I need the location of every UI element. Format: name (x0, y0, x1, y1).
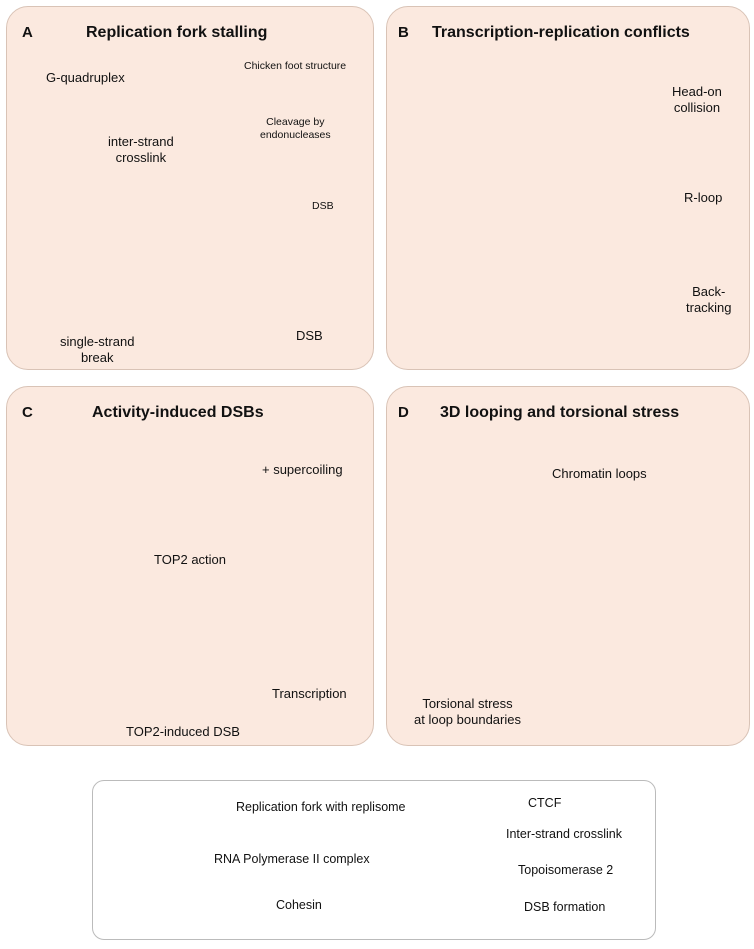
head-on-label: Head-on collision (672, 84, 722, 115)
panel-c (6, 386, 374, 746)
legend-box (92, 780, 656, 940)
panel-b-title: Transcription-replication conflicts (432, 24, 690, 41)
supercoiling-label: + supercoiling (262, 462, 343, 477)
chromatin-loops-label: Chromatin loops (552, 466, 647, 481)
r-loop-label: R-loop (684, 190, 723, 205)
panel-a-title: Replication fork stalling (86, 24, 268, 41)
ssb-label: single-strand break (60, 334, 135, 365)
legend-cohesin-label: Cohesin (276, 898, 322, 912)
panel-d-title: 3D looping and torsional stress (440, 404, 680, 421)
panel-c-letter: C (22, 404, 33, 421)
torsional-stress-label: Torsional stress at loop boundaries (414, 696, 521, 727)
legend-fork-label: Replication fork with replisome (236, 800, 406, 814)
panel-c-title: Activity-induced DSBs (92, 404, 264, 421)
legend-polymerase-label: RNA Polymerase II complex (214, 852, 370, 866)
dsb-label-1: DSB (312, 200, 334, 212)
panel-a (6, 6, 374, 370)
legend-topo-label: Topoisomerase 2 (518, 863, 614, 877)
panel-a-letter: A (22, 24, 33, 41)
chicken-foot-label: Chicken foot structure (244, 60, 347, 72)
panel-d-letter: D (398, 404, 409, 421)
top2-action-label: TOP2 action (154, 552, 227, 567)
top2-dsb-label: TOP2-induced DSB (126, 724, 240, 739)
legend-dsb-label: DSB formation (524, 900, 606, 914)
cleavage-label: Cleavage by endonucleases (260, 116, 331, 141)
legend-ctcf-label: CTCF (528, 796, 562, 810)
panel-b-letter: B (398, 24, 409, 41)
crosslink-label: inter-strand crosslink (108, 134, 174, 165)
panel-b (386, 6, 750, 370)
panel-d (386, 386, 750, 746)
g-quadruplex-label: G-quadruplex (46, 70, 125, 85)
backtracking-label: Back- tracking (686, 284, 732, 315)
legend-crosslink-label: Inter-strand crosslink (506, 827, 623, 841)
dsb-label-2: DSB (296, 328, 323, 343)
transcription-label: Transcription (272, 686, 347, 701)
